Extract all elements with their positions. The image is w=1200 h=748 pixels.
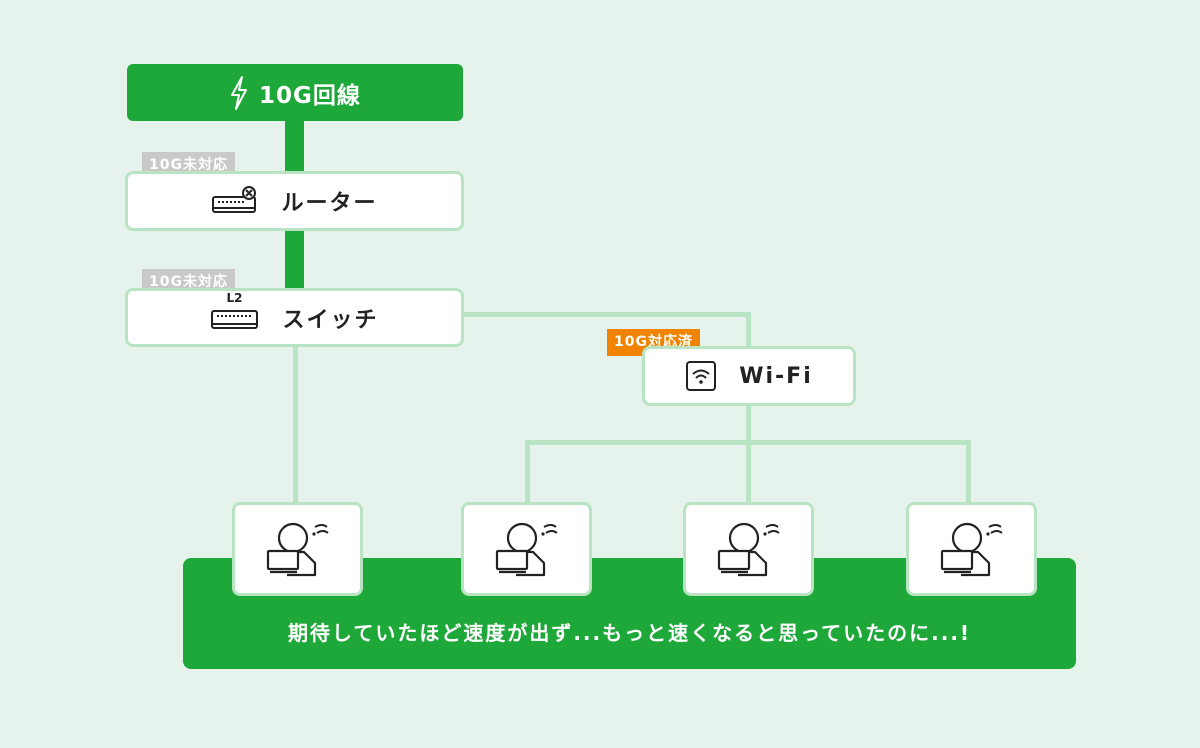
wifi-router-icon: [685, 360, 717, 392]
frustrated-user-laptop-icon: [494, 520, 560, 578]
connector-line-switch-wifi-h: [461, 312, 750, 317]
connector-line-wifi-branch: [525, 440, 971, 445]
switch-icon-label: L2: [226, 290, 243, 305]
connector-line-switch-wifi-v: [746, 312, 751, 349]
frustrated-user-laptop-icon: [265, 520, 331, 578]
connector-line-branch-user2: [525, 440, 530, 505]
user-device-2: [461, 502, 592, 596]
router-node: ルーター: [125, 171, 464, 231]
router-label: ルーター: [281, 191, 378, 216]
user-device-1: [232, 502, 363, 596]
connector-line-switch-user: [293, 344, 298, 505]
lightning-icon: [229, 75, 259, 111]
switch-label: スイッチ: [282, 307, 379, 333]
frustrated-user-laptop-icon: [716, 520, 782, 578]
router-icon: [211, 185, 259, 217]
wifi-label: Wi-Fi: [739, 363, 813, 389]
connector-line-router-switch: [285, 228, 304, 290]
switch-node: L2 スイッチ: [125, 288, 464, 347]
fiber-line-node: 10G回線: [127, 64, 463, 121]
complaint-message: 期待していたほど速度が出ず...もっと速くなると思っていたのに...!: [287, 621, 972, 645]
user-device-4: [906, 502, 1037, 596]
connector-line-branch-user4: [966, 440, 971, 505]
connector-line-top-router: [285, 118, 304, 174]
switch-icon: L2: [210, 291, 260, 331]
user-device-3: [683, 502, 814, 596]
frustrated-user-laptop-icon: [939, 520, 1005, 578]
fiber-line-label: 10G回線: [259, 82, 361, 109]
connector-line-wifi-down: [746, 403, 751, 505]
wifi-node: Wi-Fi: [642, 346, 856, 406]
